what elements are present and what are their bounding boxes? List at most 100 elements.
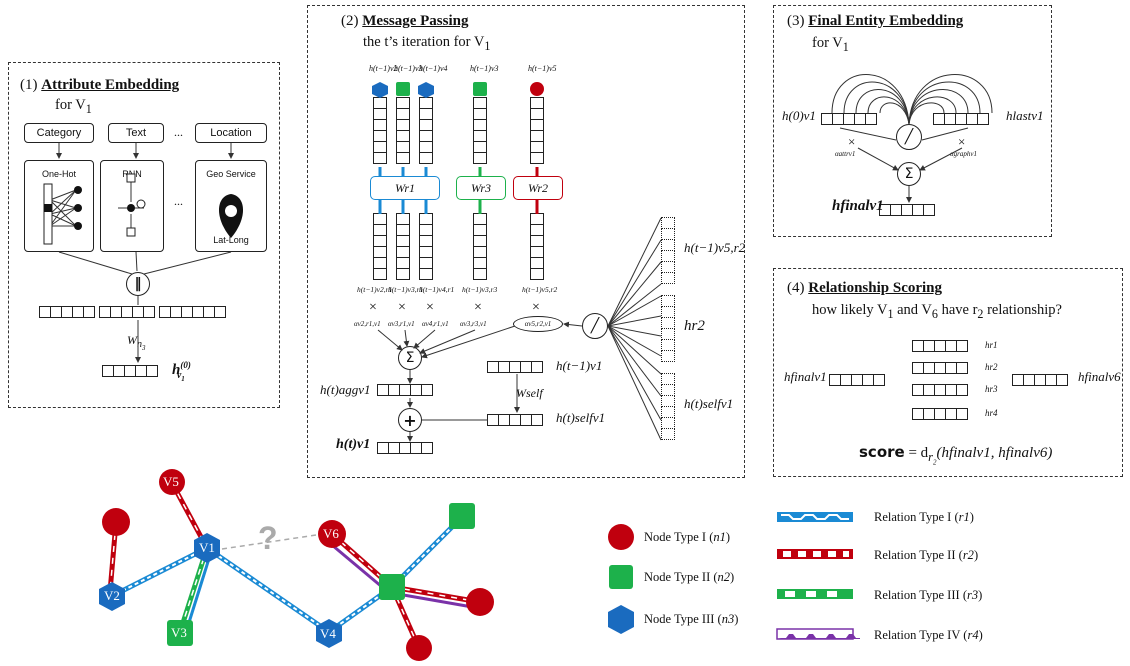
panel4-question: how likely V1 and V6 have r2 relationshi…	[812, 302, 1062, 321]
right-label-3: h(t)selfv1	[684, 396, 734, 411]
output-vector	[377, 442, 433, 454]
p3-right-vector	[933, 113, 989, 125]
p3-left-label: h(0)v1	[782, 108, 816, 123]
msg-bottom-label-2: h(t−1)v3,r1	[388, 285, 424, 294]
p3-final-label: hfinalv1	[832, 198, 884, 214]
weight-wr1: Wr1	[370, 176, 440, 200]
p4-rel-vector-4	[912, 408, 968, 420]
p3-final-vector	[879, 204, 935, 216]
p4-right-label: hfinalv6	[1078, 369, 1121, 384]
msg-vector-top-5	[530, 97, 544, 164]
times-2: ×	[398, 300, 406, 315]
right-vector-2	[661, 295, 675, 362]
weight-wr3: Wr3	[456, 176, 506, 200]
p3-sum: Σ	[897, 162, 921, 186]
p3-times-right: ×	[958, 134, 966, 149]
msg-vector-top-4	[473, 97, 487, 164]
msg-bottom-label-5: h(t−1)v5,r2	[522, 285, 558, 294]
times-4: ×	[474, 300, 482, 315]
p3-right-label: hlastv1	[1006, 108, 1044, 123]
message-passing-panel	[307, 5, 745, 478]
graph-node-v4: V4	[320, 626, 336, 641]
encoder-ellipsis: ...	[174, 194, 183, 208]
panel3-subtitle: for V1	[812, 35, 849, 54]
output-label: h(t)v1	[336, 437, 371, 452]
p3-alpha-graph: αgraphv1	[950, 150, 978, 158]
graph-node-v1: V1	[199, 540, 215, 555]
input-ellipsis: ...	[174, 125, 183, 139]
alpha-4: αv3,r3,v1	[460, 320, 487, 328]
input-location: Location	[195, 123, 267, 143]
legend-node-type-3: Node Type III (n3)	[644, 612, 739, 626]
msg-top-label-v3b: h(t−1)v3	[470, 64, 499, 73]
panel1-title: (1) Attribute Embedding	[20, 77, 180, 93]
panel2-title: (2) Message Passing	[341, 13, 469, 29]
graph-node-v5: V5	[163, 474, 179, 489]
alpha-1: αv2,r1,v1	[354, 320, 381, 328]
right-vector-3	[661, 373, 675, 440]
p4-rel-label-1: hr1	[985, 340, 998, 350]
times-1: ×	[369, 300, 377, 315]
attribute-embedding-panel	[8, 62, 280, 408]
p4-rel-vector-1	[912, 340, 968, 352]
attr-embedding-label: h(0)v1	[172, 360, 191, 383]
legend-node-type-1: Node Type I (n1)	[644, 530, 731, 544]
msg-vector-top-3	[419, 97, 433, 164]
self-prev-vector	[487, 361, 543, 373]
msg-vector-bottom-1	[373, 213, 387, 280]
input-category: Category	[24, 123, 94, 143]
p4-score: score = dr2(hfinalv1, hfinalv6)	[859, 443, 1053, 467]
input-text: Text	[108, 123, 164, 143]
legend-relation-type-1: Relation Type I (r1)	[874, 510, 974, 524]
msg-bottom-label-1: h(t−1)v2,r1	[357, 285, 393, 294]
legend-relation-type-2: Relation Type II (r2)	[874, 548, 979, 562]
encoder-one-hot: One-Hot	[24, 160, 94, 252]
weight-wn3: Wn3	[127, 333, 146, 353]
right-label-2: hr2	[684, 318, 705, 334]
p4-rel-label-3: hr3	[985, 384, 998, 394]
p4-right-vector	[1012, 374, 1068, 386]
msg-vector-bottom-4	[473, 213, 487, 280]
p4-left-vector	[829, 374, 885, 386]
msg-bottom-label-3: h(t−1)v4,r1	[419, 285, 455, 294]
p4-rel-label-4: hr4	[985, 408, 998, 418]
legend-relation-type-4: Relation Type IV (r4)	[874, 628, 983, 642]
relationship-scoring-panel	[773, 268, 1123, 477]
p3-activation: ╱	[896, 124, 922, 150]
weight-wr2: Wr2	[513, 176, 563, 200]
msg-top-label-v5: h(t−1)v5	[528, 64, 557, 73]
p4-rel-label-2: hr2	[985, 362, 998, 372]
legend-relation-type-3: Relation Type III (r3)	[874, 588, 983, 602]
concat-operator: ‖	[126, 272, 150, 296]
agg-label: h(t)aggv1	[320, 382, 371, 397]
panel2-subtitle: the t’s iteration for V1	[363, 34, 491, 53]
right-label-1: h(t−1)v5,r2	[684, 240, 746, 255]
sum-operator: Σ	[398, 346, 422, 370]
alpha-3: αv4,r1,v1	[422, 320, 449, 328]
p3-left-vector	[821, 113, 877, 125]
alpha-2: αv3,r1,v1	[388, 320, 415, 328]
alpha-5-attention: αv5,r2,v1	[513, 316, 563, 332]
msg-vector-top-2	[396, 97, 410, 164]
msg-top-label-v2: h(t−1)v2	[369, 64, 398, 73]
msg-top-label-v3: h(t−1)v3	[394, 64, 423, 73]
attr-embedding-vector	[102, 365, 158, 377]
times-5: ×	[532, 300, 540, 315]
panel3-title: (3) Final Entity Embedding	[787, 13, 964, 29]
activation-node: ╱	[582, 313, 608, 339]
p4-left-label: hfinalv1	[784, 369, 827, 384]
legend-node-type-2: Node Type II (n2)	[644, 570, 735, 584]
p4-rel-vector-2	[912, 362, 968, 374]
msg-vector-bottom-2	[396, 213, 410, 280]
self-label: h(t)selfv1	[556, 410, 606, 425]
msg-top-label-v4: h(t−1)v4	[419, 64, 448, 73]
agg-vector	[377, 384, 433, 396]
self-prev-label: h(t−1)v1	[556, 358, 603, 373]
panel4-title: (4) Relationship Scoring	[787, 280, 943, 296]
graph-node-v3: V3	[171, 625, 187, 640]
concat-vector	[39, 306, 226, 318]
graph-node-v2: V2	[104, 588, 120, 603]
p3-times-left: ×	[848, 134, 856, 149]
panel1-subtitle: for V1	[55, 97, 92, 116]
